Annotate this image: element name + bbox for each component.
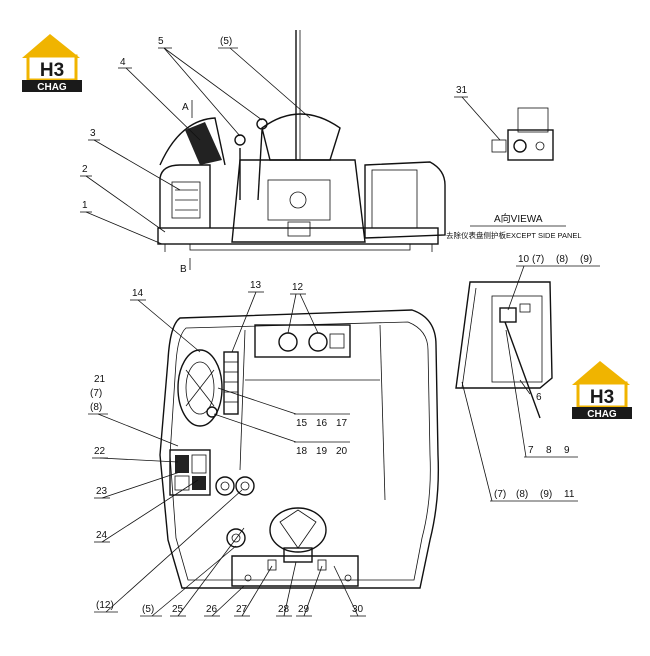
logo-small-text-2: CHAG <box>587 409 617 420</box>
brand-logo-right: H3 CHAG <box>572 361 632 420</box>
callout-19: 19 <box>316 446 328 457</box>
callouts-floor-view: 14 13 12 21 (7) (8) 15 16 17 18 19 20 22… <box>88 280 366 617</box>
callout-3: 3 <box>90 128 96 139</box>
callout-7c: (7) <box>494 489 506 500</box>
callout-18: 18 <box>296 446 308 457</box>
logo-big-text: H3 <box>40 60 64 81</box>
callout-1: 1 <box>82 200 88 211</box>
callout-4: 4 <box>120 57 126 68</box>
callout-6: 6 <box>536 392 542 403</box>
callout-8c: (8) <box>516 489 528 500</box>
callout-5: 5 <box>158 36 164 47</box>
callout-9: 9 <box>564 445 570 456</box>
callout-8b: (8) <box>90 402 102 413</box>
callout-7b: (7) <box>90 388 102 399</box>
callout-16: 16 <box>316 418 328 429</box>
callout-30: 30 <box>352 604 364 615</box>
cab-floor-view <box>159 309 440 589</box>
callout-9a: (9) <box>580 254 592 265</box>
detail-31: 31 A向VIEWA 去除仪表盘侧护板EXCEPT SIDE PANEL <box>446 85 582 240</box>
callout-12-paren: (12) <box>96 600 114 611</box>
callout-31: 31 <box>456 85 468 96</box>
logo-small-text: CHAG <box>37 82 67 93</box>
callout-28: 28 <box>278 604 290 615</box>
callout-17: 17 <box>336 418 348 429</box>
callout-14: 14 <box>132 288 144 299</box>
callout-20: 20 <box>336 446 348 457</box>
callout-2: 2 <box>82 164 88 175</box>
callout-21: 21 <box>94 374 106 385</box>
callout-7: 7 <box>528 445 534 456</box>
callout-25: 25 <box>172 604 184 615</box>
view-marker-b: B <box>180 264 187 275</box>
callout-8: 8 <box>546 445 552 456</box>
view-marker-a: A <box>182 102 189 113</box>
view-a-subtitle: 去除仪表盘侧护板EXCEPT SIDE PANEL <box>446 230 582 240</box>
cab-front-view: A B <box>157 30 446 275</box>
callout-11: 11 <box>564 489 575 500</box>
callout-29: 29 <box>298 604 310 615</box>
callout-9c: (9) <box>540 489 552 500</box>
callout-24: 24 <box>96 530 108 541</box>
callout-5-bottom: (5) <box>142 604 154 615</box>
callout-12: 12 <box>292 282 304 293</box>
callout-15: 15 <box>296 418 308 429</box>
view-a-title: A向VIEWA <box>494 212 543 225</box>
callout-7a: (7) <box>532 254 544 265</box>
callout-10: 10 <box>518 254 530 265</box>
brand-logo-top: H3 CHAG <box>22 34 82 93</box>
callout-13: 13 <box>250 280 262 291</box>
logo-big-text-2: H3 <box>590 387 614 408</box>
callout-26: 26 <box>206 604 218 615</box>
callout-23: 23 <box>96 486 108 497</box>
callout-22: 22 <box>94 446 106 457</box>
callout-8a: (8) <box>556 254 568 265</box>
side-panel-detail: 10 (7) (8) (9) 6 7 8 9 (7) (8) (9) 11 <box>455 254 600 502</box>
callout-5-paren: (5) <box>220 36 232 47</box>
callout-27: 27 <box>236 604 248 615</box>
callouts-top-view: 5 (5) 4 3 2 1 <box>80 36 311 245</box>
